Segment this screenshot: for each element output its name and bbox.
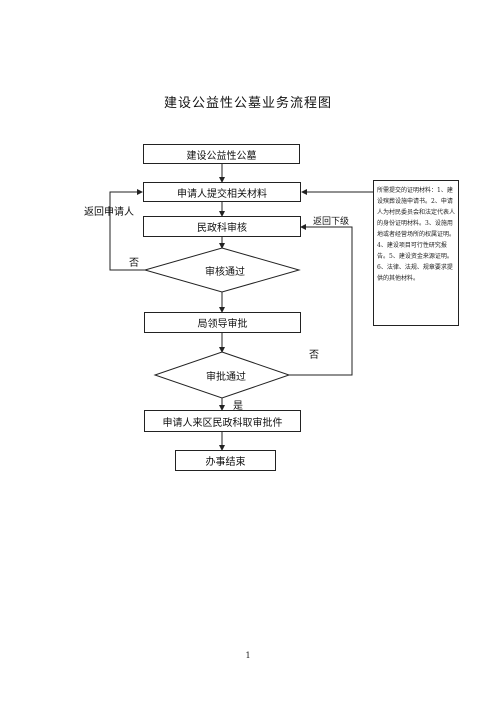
- decision-approve-label: 审批通过: [206, 372, 246, 383]
- step-collect-box: 申请人来区民政科取审批件: [144, 410, 301, 432]
- step-end-box: 办事结束: [175, 450, 276, 471]
- page-title: 建设公益性公墓业务流程图: [163, 96, 332, 111]
- decision-review-shape: [143, 247, 301, 293]
- return-lower-label: 返回下级: [313, 217, 350, 227]
- decision-approve-shape: [153, 351, 291, 399]
- arrow-return-lower: [289, 224, 353, 376]
- page-number: 1: [245, 651, 251, 660]
- step-submit-box: 申请人提交相关材料: [143, 182, 301, 202]
- step-leader-box: 局领导审批: [144, 312, 301, 333]
- arrow-return-applicant: [109, 189, 164, 271]
- decision-review-label: 审核通过: [205, 267, 245, 278]
- step-review-box: 民政科审核: [143, 216, 301, 237]
- return-applicant-label: 返回申请人: [84, 207, 134, 218]
- yes-label-approve: 是: [233, 401, 243, 412]
- no-label-approve: 否: [309, 350, 319, 361]
- required-materials-note: 所需提交的证明材料：1、建设殡葬设施申请书。2、申请人为村民委员会和法定代表人的…: [373, 180, 459, 326]
- step-start-box: 建设公益性公墓: [143, 144, 300, 164]
- no-label-review: 否: [129, 258, 139, 269]
